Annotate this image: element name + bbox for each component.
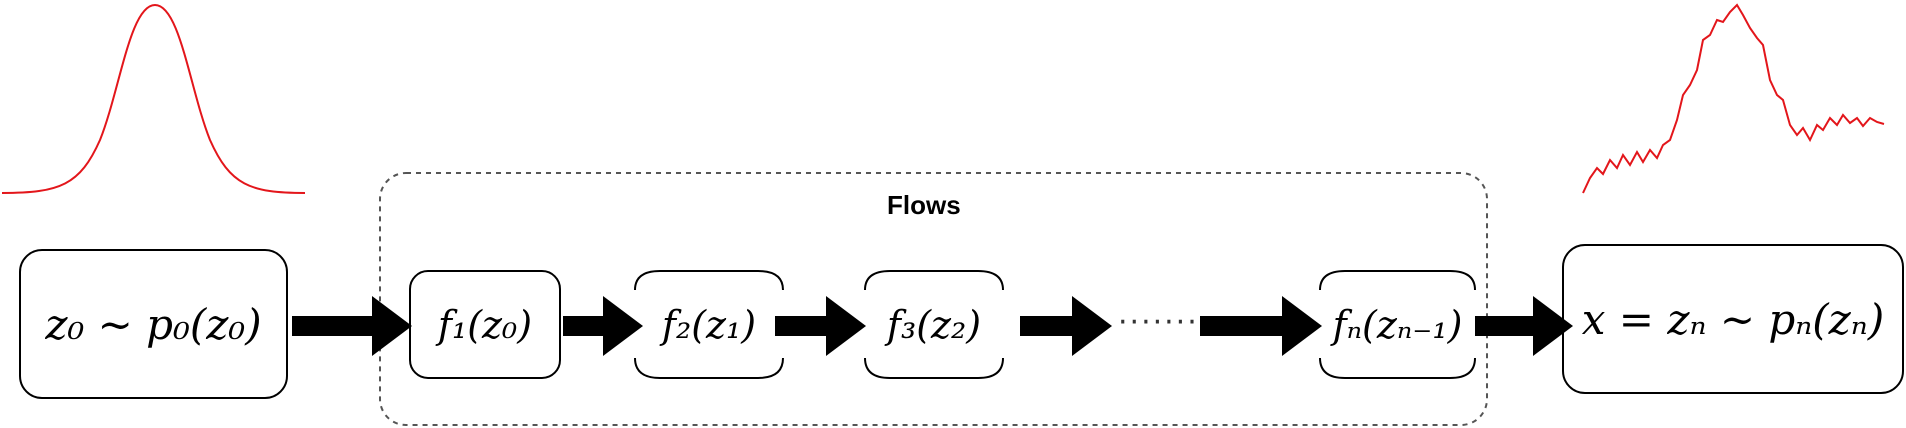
flow-step-2: f₂(z₁) [635, 271, 783, 378]
arrow-f3-to-ellipsis [1020, 296, 1112, 356]
target-label: x = zₙ ~ pₙ(zₙ) [1581, 294, 1885, 344]
arrow-fn-to-target [1475, 296, 1573, 356]
flow-step-3-label: f₃(z₂) [886, 302, 982, 347]
arrow-source-to-f1 [292, 296, 412, 356]
flow-step-n: fₙ(zₙ₋₁) [1320, 271, 1475, 378]
input-distribution-curve [1, 3, 306, 194]
target-box: x = zₙ ~ pₙ(zₙ) [1563, 245, 1903, 393]
source-box: z₀ ~ p₀(z₀) [20, 250, 287, 398]
arrow-f1-to-f2 [563, 296, 643, 356]
flow-step-n-border [1319, 270, 1476, 379]
flow-step-2-border [634, 270, 784, 379]
arrow-f2-to-f3 [775, 296, 866, 356]
flow-step-1-label: f₁(z₀) [437, 302, 533, 347]
flow-step-n-label: fₙ(zₙ₋₁) [1332, 302, 1463, 347]
flows-title: Flows [887, 190, 961, 220]
flow-step-3-border [864, 270, 1004, 379]
source-box-border [19, 249, 288, 399]
source-label: z₀ ~ p₀(z₀) [45, 299, 262, 349]
arrow-ellipsis-to-fn [1200, 296, 1322, 356]
flows-group [379, 172, 1488, 426]
flow-step-2-label: f₂(z₁) [661, 302, 757, 347]
flow-ellipsis: ······· [1118, 305, 1199, 340]
output-distribution-curve [1582, 3, 1885, 194]
flow-step-3: f₃(z₂) [865, 271, 1003, 378]
flow-step-1: f₁(z₀) [410, 271, 560, 378]
